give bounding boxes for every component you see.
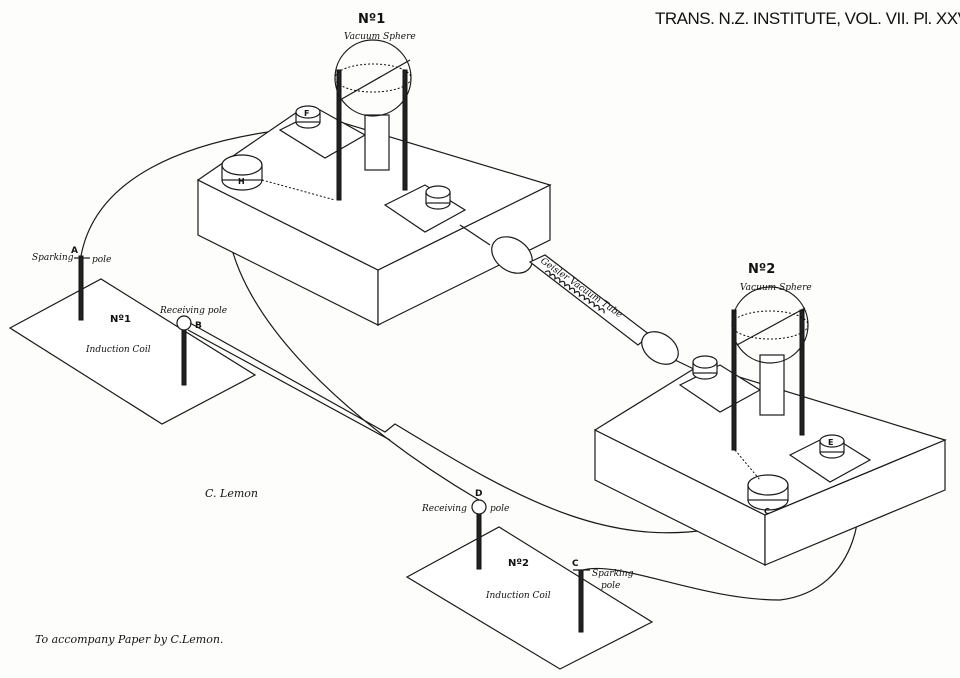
coil-1-label: Induction Coil (85, 345, 151, 355)
receiving-label-2a: Receiving (421, 504, 467, 514)
sparking-label-2b: pole (601, 581, 620, 591)
sparking-pole-a (78, 255, 84, 321)
induction-coil-2: Nº2 Induction Coil D Receiving pole C Sp… (405, 489, 654, 670)
vacuum-sphere-1-label: Vacuum Sphere (344, 32, 416, 42)
induction-coil-1: Nº1 Induction Coil A Sparking pole Recei… (8, 246, 257, 425)
pole-letter-d: D (475, 489, 482, 499)
vacuum-sphere-2-label: Vacuum Sphere (740, 283, 812, 293)
terminal-c-label: C (764, 507, 770, 516)
terminal-h-label: H (238, 177, 245, 186)
receiving-pole-d (476, 513, 482, 570)
receiving-pole-b (181, 329, 187, 386)
apparatus-2-number: Nº2 (748, 262, 775, 277)
sparking-pole-c (578, 569, 584, 633)
receiving-label-2b: pole (490, 504, 509, 514)
caption: To accompany Paper by C.Lemon. (35, 633, 223, 646)
plate-title: TRANS. N.Z. INSTITUTE, VOL. VII. Pl. XXV… (655, 9, 960, 28)
sparking-label-2a: Sparking (592, 569, 634, 579)
coil-1-number: Nº1 (110, 314, 131, 325)
coil-2-label: Induction Coil (485, 591, 551, 601)
signature: C. Lemon (205, 487, 258, 500)
geisler-vacuum-tube: Geisler Vacuum Tube (459, 224, 701, 373)
terminal-f-label: F (304, 109, 309, 118)
pole-letter-a: A (71, 246, 78, 256)
tube-label: Geisler Vacuum Tube (538, 256, 623, 320)
sparking-label-1a: Sparking (32, 253, 74, 263)
apparatus-1: F H Nº1 Vacuum Sphere (196, 12, 552, 326)
terminal-e-label: E (828, 438, 833, 447)
pole-letter-b: B (195, 321, 202, 331)
apparatus-2: E C Nº2 Vacuum Sphere (593, 262, 947, 566)
coil-2-number: Nº2 (508, 558, 529, 569)
sparking-label-1b: pole (92, 255, 111, 265)
apparatus-1-number: Nº1 (358, 12, 385, 27)
pole-letter-c: C (572, 559, 579, 569)
receiving-label-1: Receiving pole (159, 306, 227, 316)
